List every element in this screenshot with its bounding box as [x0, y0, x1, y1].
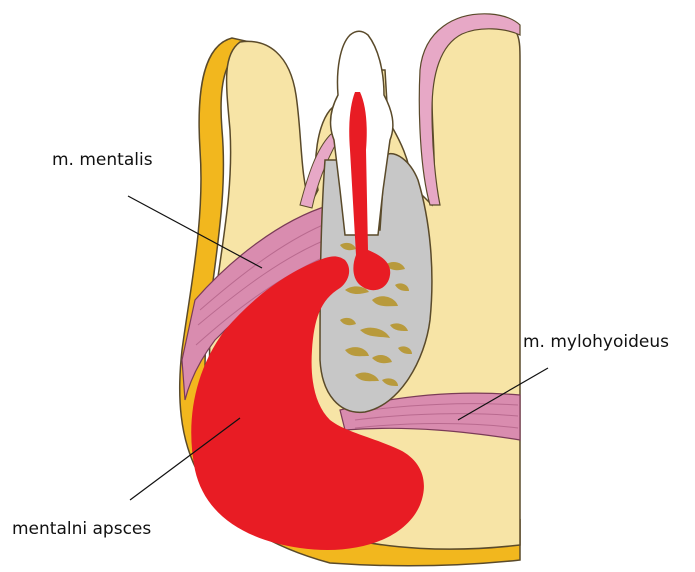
label-apsces: mentalni apsces — [12, 521, 151, 538]
label-mentalis: m. mentalis — [52, 152, 153, 169]
label-mylohyoideus: m. mylohyoideus — [523, 334, 669, 351]
